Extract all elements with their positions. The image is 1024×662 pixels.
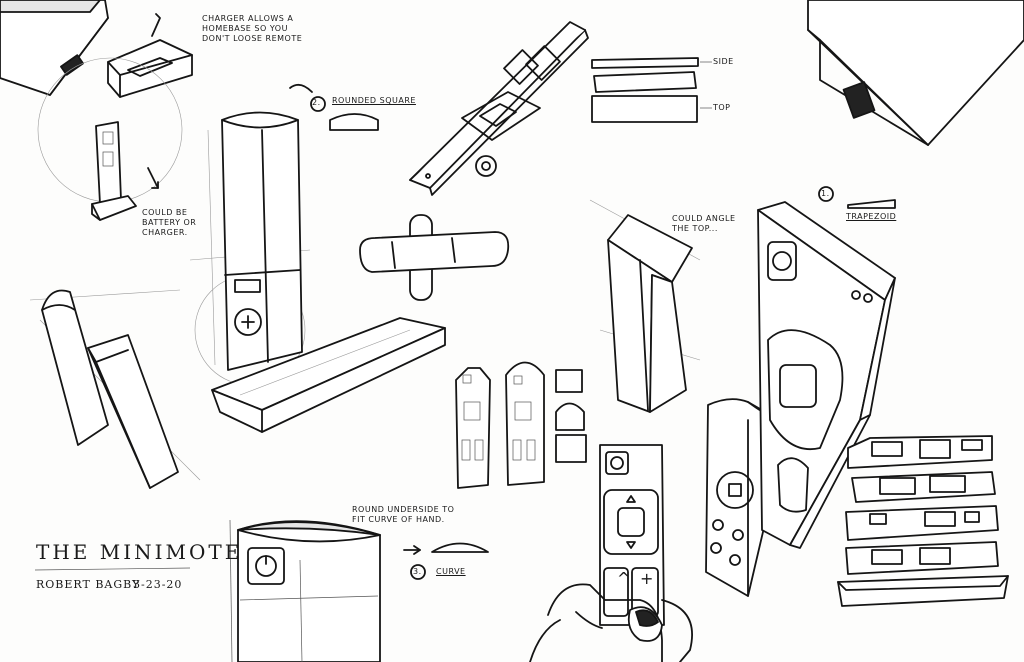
curve-number: 3. [413,567,422,576]
corner-device-top-left [0,0,109,96]
sketch-date: 3-23-20 [133,578,183,591]
rounded-square-profile [310,96,379,131]
handheld-remote [529,444,693,662]
exploded-view-layers [837,435,1009,607]
angle-note: Could angle the top... [672,214,736,233]
top-label: top [713,103,731,112]
remote-variants [455,361,587,489]
remote-on-dock-sketch [37,57,183,221]
side-label: side [713,57,734,66]
rounded-square-number: 2. [312,98,321,107]
battery-note: Could be battery or charger. [142,208,197,237]
title-underline-guide [34,567,191,571]
rounded-square-label: Rounded Square [332,96,416,105]
angled-top-column [589,199,701,413]
bottom-remote-sketch [229,519,381,662]
button-plus-glyph: + [640,569,654,588]
charger-base-sketch [107,13,193,98]
curve-profile [403,542,489,580]
author-name: Robert Bagby [36,578,141,591]
side-top-profiles [591,57,712,123]
corner-device-top-right [807,0,1024,146]
sketch-title: The Minimote [36,540,243,564]
flat-remote-sketch [211,317,446,433]
curve-label: Curve [436,567,466,576]
trapezoid-number: 1. [821,189,830,198]
trapezoid-label: Trapezoid [846,212,897,221]
button-up-glyph: ^ [617,569,631,588]
underside-note: Round underside to fit curve of hand. [352,505,455,524]
tall-remote-sketch [189,83,313,386]
cross-profile-sketch [359,214,510,301]
trapezoid-remote [757,186,896,549]
diagonal-remote-top [409,21,589,196]
angled-remote-pair [29,289,201,489]
charger-note: Charger allows a homebase so you don't l… [202,14,303,43]
